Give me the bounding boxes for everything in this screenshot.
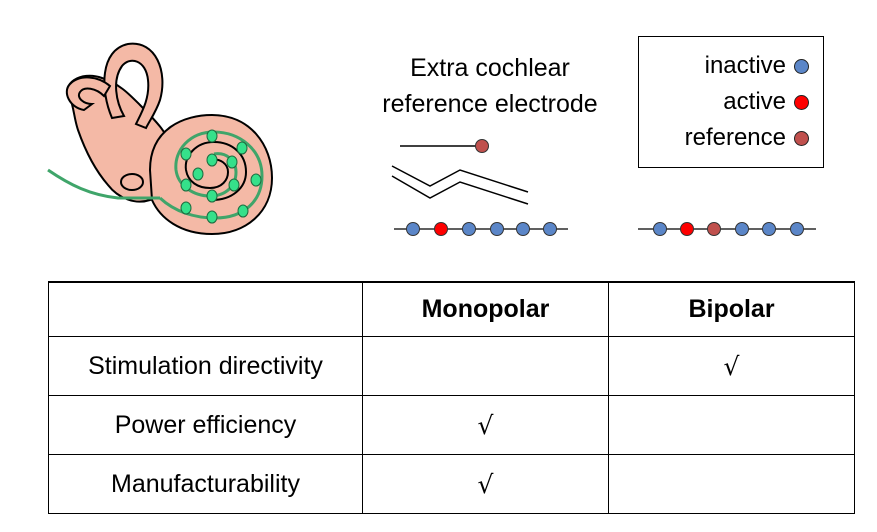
inactive-contact [490,222,504,236]
wire-break-upper [391,165,529,193]
reference-dot-icon [794,130,809,146]
legend-label: active [723,88,786,115]
inactive-contact [516,222,530,236]
legend-label: reference [684,124,786,151]
active-dot-icon [794,94,809,110]
electrode-contact [180,201,192,215]
active-contact [434,222,448,236]
header-monopolar: Monopolar [362,281,609,337]
bipolar-cell: √ [608,336,855,396]
inactive-contact [406,222,420,236]
monopolar-cell: √ [362,454,609,514]
row-label: Stimulation directivity [48,336,363,396]
electrode-contact [206,153,218,167]
electrode-contact [250,173,262,187]
reference-contact [707,222,721,236]
caption-line-2: reference electrode [382,90,598,118]
bipolar-array [638,222,816,236]
electrode-contact [206,129,218,143]
row-label: Power efficiency [48,395,363,455]
wire-break-lower [391,175,529,205]
monopolar-cell [362,336,609,396]
electrode-contact [180,147,192,161]
active-contact [680,222,694,236]
monopolar-cell: √ [362,395,609,455]
row-label: Manufacturability [48,454,363,514]
inactive-contact [462,222,476,236]
legend-item-active: active [723,85,809,119]
table-row: Manufacturability √ [48,454,855,514]
inactive-contact [735,222,749,236]
legend-item-inactive: inactive [705,49,809,83]
inactive-dot-icon [794,58,809,74]
legend-label: inactive [704,52,786,79]
caption-line-1: Extra cochlear [410,54,570,82]
legend: inactive active reference [638,36,824,168]
electrode-contacts [180,129,262,224]
reference-electrode-dot [475,139,489,153]
reference-electrode-caption: Extra cochlear reference electrode [340,50,640,122]
inactive-contact [762,222,776,236]
header-empty-cell [48,281,363,337]
electrode-contact [226,155,238,169]
electrode-contact [206,189,218,203]
table-row: Power efficiency √ [48,395,855,455]
electrode-contact [228,178,240,192]
bipolar-cell [608,395,855,455]
electrode-contact [192,167,204,181]
legend-item-reference: reference [685,121,809,155]
header-bipolar: Bipolar [608,281,855,337]
electrode-contact [237,204,249,218]
comparison-table: Monopolar Bipolar Stimulation directivit… [48,281,855,514]
table-header-row: Monopolar Bipolar [48,281,855,337]
inactive-contact [543,222,557,236]
inactive-contact [790,222,804,236]
table-row: Stimulation directivity √ [48,336,855,396]
electrode-lead [47,168,160,200]
electrode-array-curve [158,130,264,220]
electrode-contact [206,210,218,224]
electrode-contact [236,141,248,155]
inactive-contact [653,222,667,236]
bipolar-cell [608,454,855,514]
monopolar-array [394,222,568,236]
electrode-contact [180,178,192,192]
